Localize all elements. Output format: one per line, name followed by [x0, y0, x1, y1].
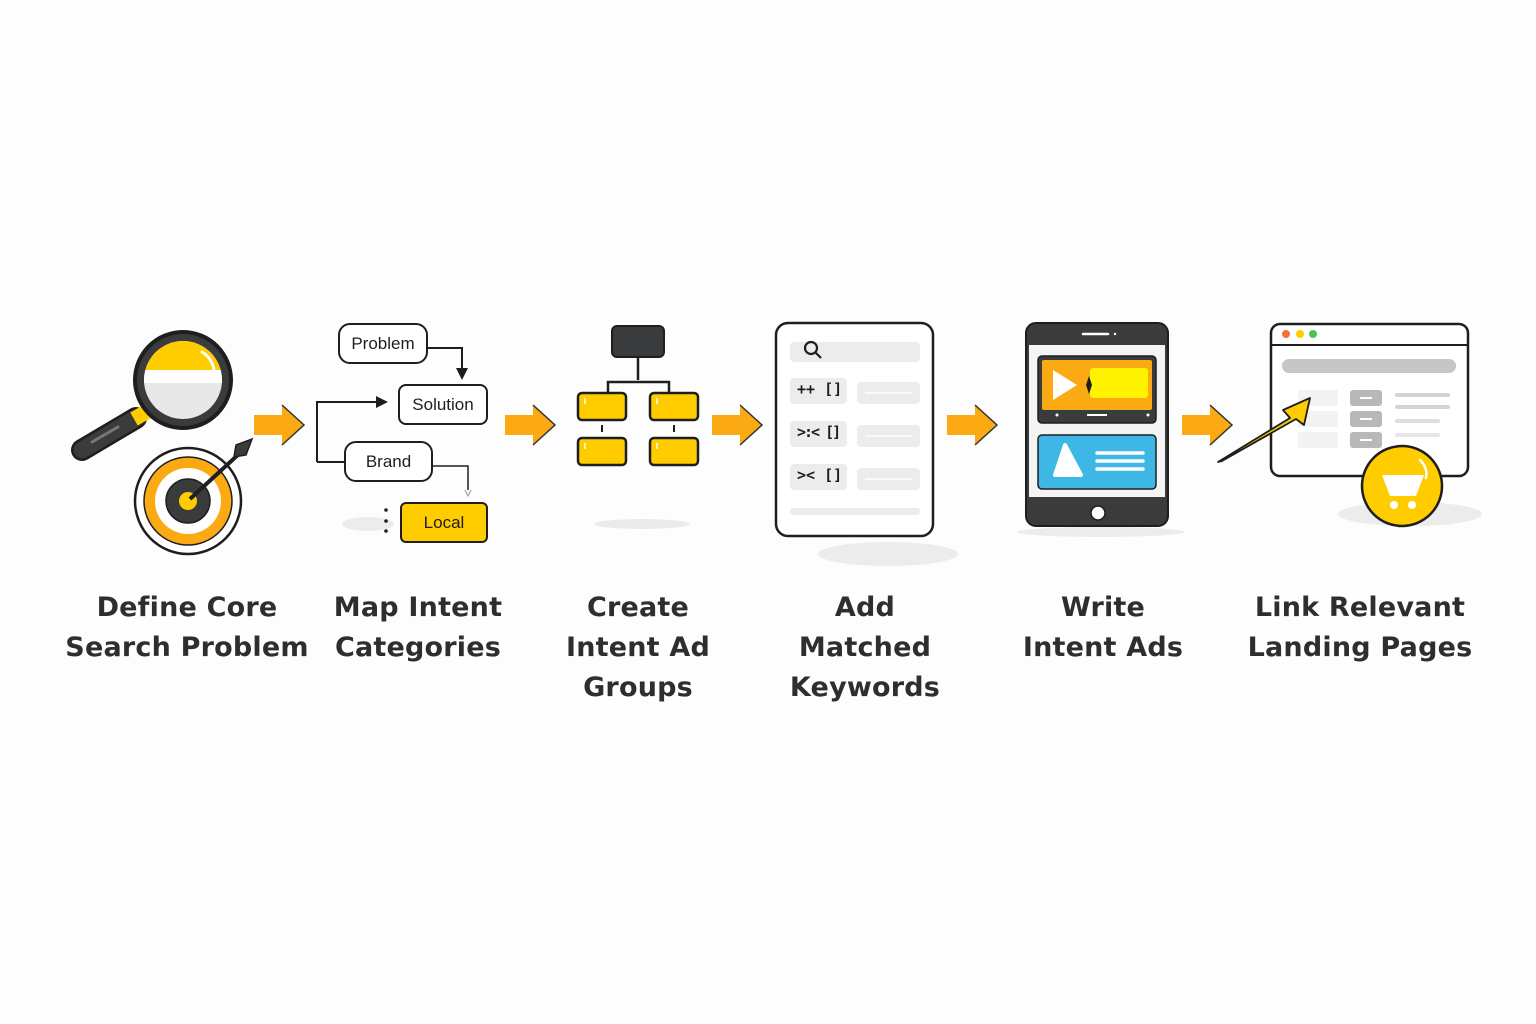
- step-6-label: Link Relevant Landing Pages: [1247, 592, 1473, 663]
- match-type-phrase: >:< []: [797, 423, 841, 441]
- browser-cart-icon: [1217, 322, 1482, 528]
- intent-node-solution: Solution: [398, 384, 488, 425]
- hierarchy-tree-icon: [576, 325, 700, 529]
- step-4-label: Add Matched Keywords: [789, 592, 941, 703]
- flow-arrow-4: [947, 404, 999, 446]
- intent-node-brand: Brand: [344, 441, 433, 482]
- match-type-exact: >< []: [797, 466, 843, 484]
- flow-arrow-1: [254, 404, 306, 446]
- intent-node-problem: Problem: [338, 323, 428, 364]
- step-2-label: Map Intent Categories: [333, 592, 503, 663]
- match-type-broad: ++ []: [797, 380, 843, 398]
- keyword-list-icon: [774, 321, 958, 566]
- target-icon: [133, 437, 254, 556]
- flow-arrow-2: [505, 404, 557, 446]
- flowchart-connectors: [316, 347, 472, 533]
- flow-arrow-5: [1182, 404, 1234, 446]
- step-3-label: Create Intent Ad Groups: [565, 592, 711, 703]
- tablet-ads-icon: [1017, 322, 1185, 537]
- step-1-label: Define Core Search Problem: [65, 592, 309, 663]
- magnifier-icon: [71, 330, 233, 461]
- flow-arrow-3: [712, 404, 764, 446]
- step-5-label: Write Intent Ads: [1022, 592, 1184, 663]
- intent-node-local: Local: [400, 502, 488, 543]
